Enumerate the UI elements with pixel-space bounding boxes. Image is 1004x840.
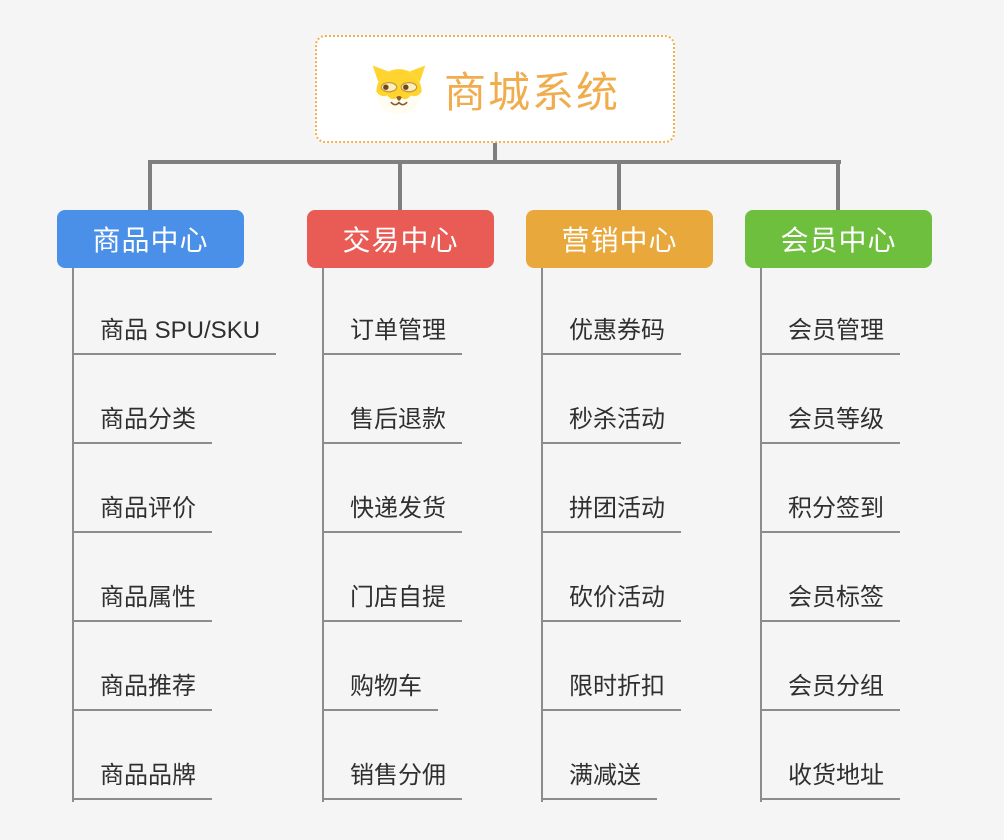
branch-column-trade: 订单管理 售后退款 快递发货 门店自提 购物车 销售分佣 [322, 268, 572, 802]
leaf-node[interactable]: 砍价活动 [541, 583, 681, 622]
connector-drop-marketing [617, 160, 621, 212]
connector-drop-member [836, 160, 840, 212]
branch-column-marketing: 优惠券码 秒杀活动 拼团活动 砍价活动 限时折扣 满减送 [541, 268, 791, 802]
branch-node-trade[interactable]: 交易中心 [307, 210, 494, 268]
doge-icon [372, 65, 426, 115]
leaf-node[interactable]: 积分签到 [760, 494, 900, 533]
leaf-node[interactable]: 商品分类 [72, 405, 212, 444]
leaf-node[interactable]: 收货地址 [760, 761, 900, 800]
leaf-node[interactable]: 商品推荐 [72, 672, 212, 711]
leaf-node[interactable]: 会员管理 [760, 316, 900, 355]
leaf-node[interactable]: 满减送 [541, 761, 657, 800]
root-node[interactable]: 商城系统 [315, 35, 675, 143]
leaf-node[interactable]: 商品属性 [72, 583, 212, 622]
connector-root-stem [493, 141, 497, 164]
leaf-node[interactable]: 快递发货 [322, 494, 462, 533]
leaf-node[interactable]: 购物车 [322, 672, 438, 711]
leaf-node[interactable]: 商品 SPU/SKU [72, 316, 277, 355]
leaf-node[interactable]: 商品评价 [72, 494, 212, 533]
leaf-node[interactable]: 会员标签 [760, 583, 900, 622]
connector-vline-product [72, 268, 74, 802]
leaf-node[interactable]: 销售分佣 [322, 761, 462, 800]
leaf-node[interactable]: 会员分组 [760, 672, 900, 711]
branch-node-marketing[interactable]: 营销中心 [526, 210, 713, 268]
leaf-node[interactable]: 拼团活动 [541, 494, 681, 533]
leaf-node[interactable]: 秒杀活动 [541, 405, 681, 444]
leaf-node[interactable]: 订单管理 [322, 316, 462, 355]
connector-bus [148, 160, 841, 164]
leaf-node[interactable]: 限时折扣 [541, 672, 681, 711]
branch-column-product: 商品 SPU/SKU 商品分类 商品评价 商品属性 商品推荐 商品品牌 [72, 268, 322, 802]
leaf-node[interactable]: 售后退款 [322, 405, 462, 444]
connector-vline-trade [322, 268, 324, 802]
branch-column-member: 会员管理 会员等级 积分签到 会员标签 会员分组 收货地址 [760, 268, 1004, 802]
branch-node-product[interactable]: 商品中心 [57, 210, 244, 268]
connector-vline-member [760, 268, 762, 802]
leaf-node[interactable]: 门店自提 [322, 583, 462, 622]
connector-vline-marketing [541, 268, 543, 802]
leaf-node[interactable]: 优惠券码 [541, 316, 681, 355]
leaf-node[interactable]: 商品品牌 [72, 761, 212, 800]
connector-drop-product [148, 160, 152, 212]
root-title: 商城系统 [443, 68, 620, 116]
leaf-node[interactable]: 会员等级 [760, 405, 900, 444]
branch-node-member[interactable]: 会员中心 [745, 210, 932, 268]
connector-drop-trade [398, 160, 402, 212]
